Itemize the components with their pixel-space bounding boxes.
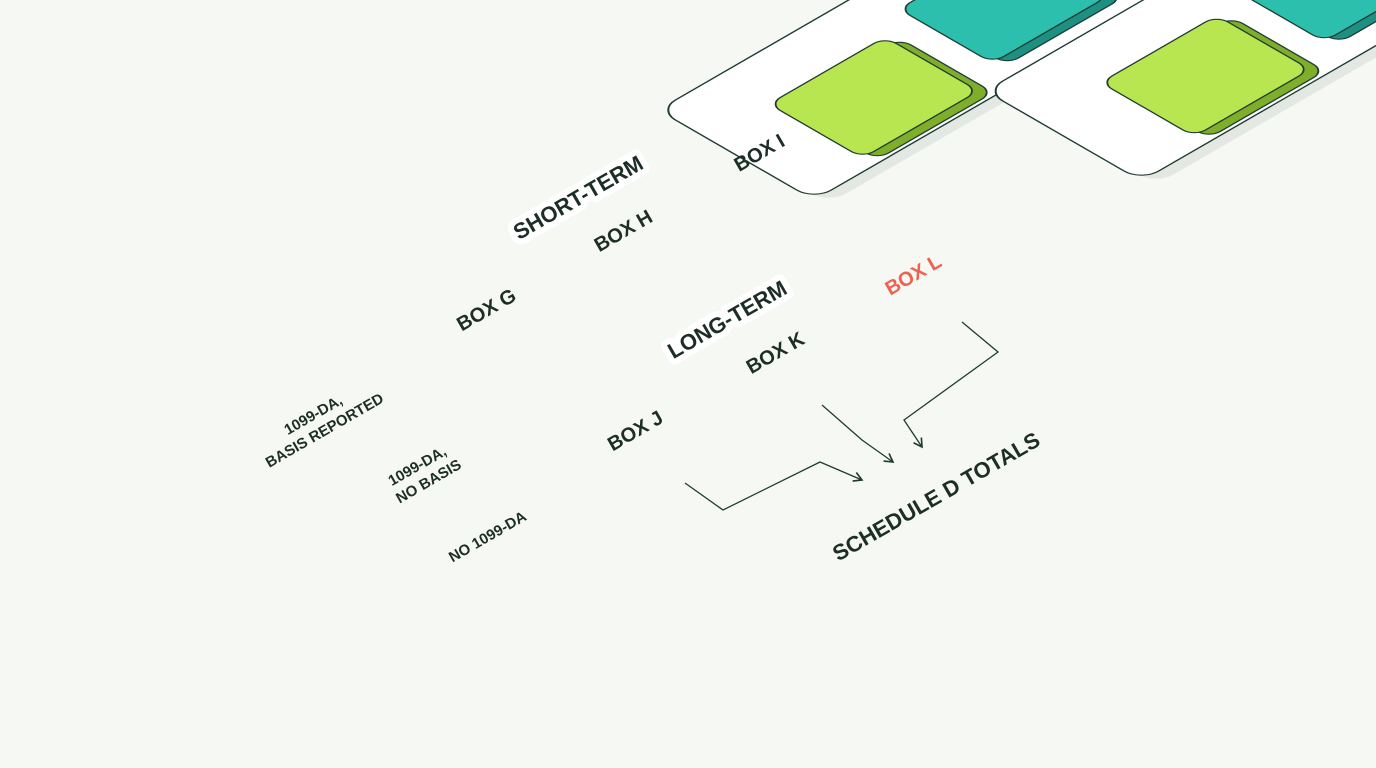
row-label-no-basis: 1099-DA, NO BASIS: [384, 440, 465, 507]
box-k-top: [1236, 0, 1376, 39]
connector-box-j-to-totals: [684, 461, 864, 511]
schedule-d-title: SCHEDULE D TOTALS: [828, 427, 1044, 566]
row-label-no-1099: NO 1099-DA: [446, 508, 530, 566]
flow-connectors: [684, 321, 1000, 511]
row-label-basis-reported: 1099-DA, BASIS REPORTED: [253, 374, 387, 472]
row-labels: 1099-DA, BASIS REPORTED 1099-DA, NO BASI…: [253, 374, 530, 566]
box-h-top: [904, 0, 1103, 60]
box-k-label: BOX K: [743, 328, 809, 379]
box-g-label: BOX G: [453, 285, 520, 336]
box-j-label: BOX J: [604, 407, 667, 456]
box-j-top: [1106, 18, 1305, 134]
box-l-label: BOX L: [882, 251, 946, 301]
box-g-top: [774, 40, 973, 155]
box-h-label: BOX H: [591, 206, 657, 257]
connector-box-l-to-totals: [903, 321, 1000, 449]
connector-box-k-to-totals: [821, 404, 895, 463]
row-label-no-1099-line1: NO 1099-DA: [446, 508, 530, 566]
